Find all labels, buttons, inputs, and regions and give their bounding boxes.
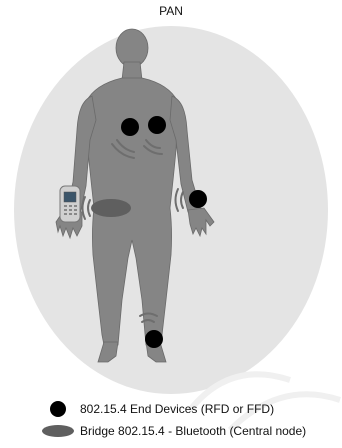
end-device-chest-right [148,116,166,134]
bridge-legend-marker [42,425,74,437]
end-device-legend-marker [50,401,66,417]
end-device-chest-left [121,118,139,136]
legend-end-devices: 802.15.4 End Devices (RFD or FFD) [50,398,274,420]
legend-bridge-label: Bridge 802.15.4 - Bluetooth (Central nod… [80,424,306,438]
head [116,29,148,67]
end-device-ankle [145,330,163,348]
mobile-phone [60,186,80,222]
bridge-central-node [91,199,131,217]
end-device-arm [189,190,207,208]
legend-bridge: Bridge 802.15.4 - Bluetooth (Central nod… [50,420,306,442]
legend-end-devices-label: 802.15.4 End Devices (RFD or FFD) [80,402,274,416]
neck [122,62,142,80]
